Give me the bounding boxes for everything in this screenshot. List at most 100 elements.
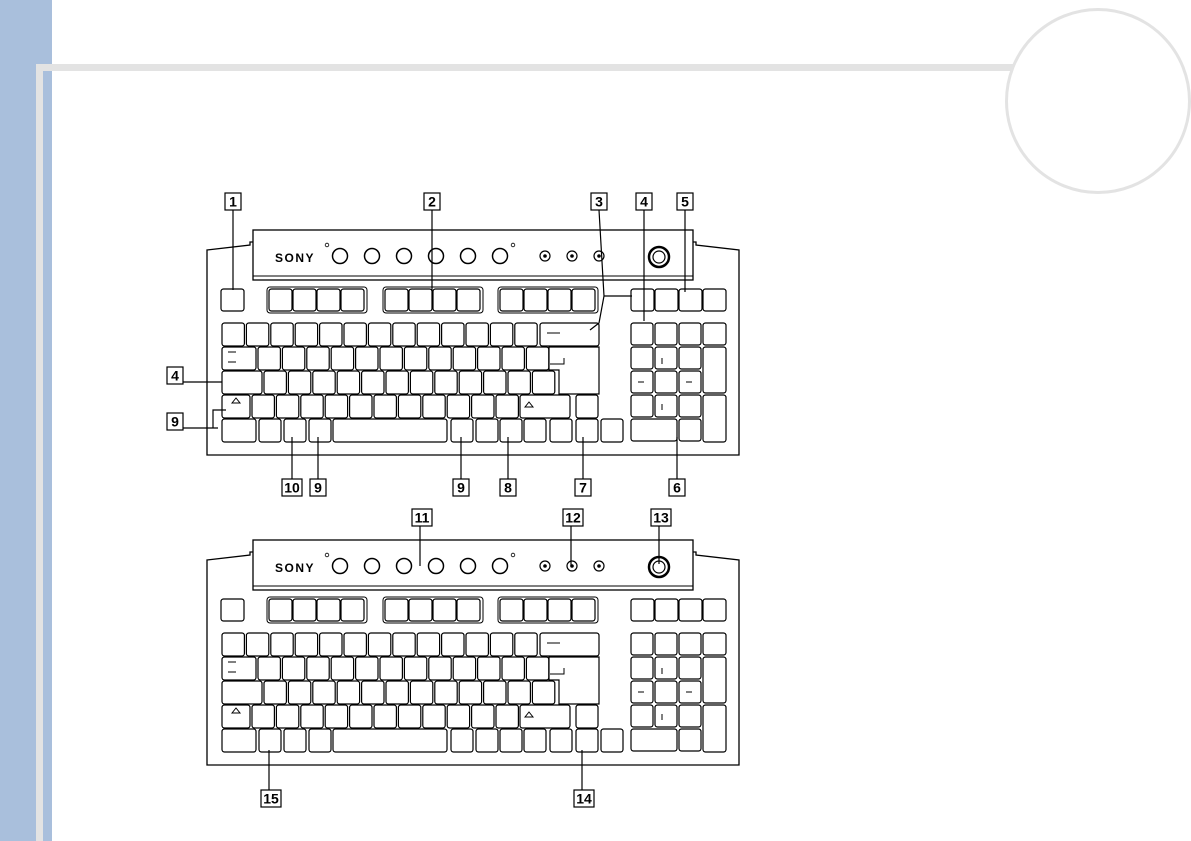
- panel-button: [461, 559, 476, 574]
- key: [333, 419, 447, 442]
- key: [631, 289, 654, 311]
- key: [246, 633, 268, 656]
- key: [429, 657, 451, 680]
- key: [293, 289, 316, 311]
- key: [429, 347, 451, 370]
- volume-button-dot: [597, 564, 601, 568]
- key: [320, 323, 342, 346]
- key: [576, 705, 598, 728]
- key: [631, 347, 653, 369]
- key: [404, 347, 426, 370]
- keyboard-bottom-view: SONY: [207, 540, 739, 765]
- key: [350, 705, 372, 728]
- key: [356, 657, 378, 680]
- key: [386, 681, 408, 704]
- key: [496, 705, 518, 728]
- key: [284, 729, 306, 752]
- key: [576, 395, 598, 418]
- key: [453, 657, 475, 680]
- key: [435, 681, 457, 704]
- key: [301, 705, 323, 728]
- key: [679, 347, 701, 369]
- key: [317, 599, 340, 621]
- key: [295, 633, 317, 656]
- callout-label: 1: [229, 194, 237, 210]
- key: [282, 347, 304, 370]
- key: [320, 633, 342, 656]
- key: [222, 323, 244, 346]
- brand-logo: SONY: [275, 251, 315, 265]
- key: [409, 599, 432, 621]
- key: [221, 289, 244, 311]
- key: [466, 323, 488, 346]
- key: [307, 347, 329, 370]
- key: [703, 599, 726, 621]
- key: [442, 633, 464, 656]
- key: [258, 347, 280, 370]
- key: [453, 347, 475, 370]
- key: [508, 681, 530, 704]
- key: [409, 289, 432, 311]
- key: [410, 371, 432, 394]
- key: [572, 599, 595, 621]
- key: [548, 289, 571, 311]
- callout-c7: 7: [575, 479, 591, 496]
- key: [341, 599, 364, 621]
- key: [631, 599, 654, 621]
- key: [476, 419, 498, 442]
- key: [337, 371, 359, 394]
- key: [386, 371, 408, 394]
- key: [484, 371, 506, 394]
- panel-button: [397, 559, 412, 574]
- key: [222, 419, 256, 442]
- key: [655, 705, 677, 727]
- volume-button-dot: [570, 254, 574, 258]
- key: [457, 599, 480, 621]
- key: [433, 599, 456, 621]
- key: [246, 323, 268, 346]
- key: [398, 705, 420, 728]
- key: [258, 657, 280, 680]
- key: [601, 419, 623, 442]
- volume-button-dot: [543, 564, 547, 568]
- key: [679, 419, 701, 441]
- callout-label: 9: [171, 414, 179, 430]
- key: [490, 633, 512, 656]
- key: [679, 657, 701, 679]
- key: [276, 395, 298, 418]
- power-button: [649, 247, 669, 267]
- key: [524, 729, 546, 752]
- key: [631, 419, 677, 441]
- panel-button: [333, 249, 348, 264]
- key: [576, 419, 598, 442]
- key: [703, 633, 726, 655]
- key: [368, 633, 390, 656]
- key: [655, 289, 678, 311]
- key: [362, 681, 384, 704]
- callout-c13: 13: [651, 509, 671, 526]
- callout-label: 3: [595, 194, 603, 210]
- panel-button: [333, 559, 348, 574]
- panel-button: [365, 559, 380, 574]
- key: [341, 289, 364, 311]
- key: [550, 729, 572, 752]
- key: [655, 599, 678, 621]
- key: [703, 395, 726, 442]
- key: [550, 419, 572, 442]
- key: [548, 599, 571, 621]
- key: [417, 633, 439, 656]
- key: [655, 347, 677, 369]
- key: [631, 729, 677, 751]
- key: [502, 347, 524, 370]
- key: [331, 657, 353, 680]
- callout-label: 11: [415, 510, 430, 526]
- callout-label: 9: [314, 480, 322, 496]
- callout-c9b: 9: [310, 479, 326, 496]
- panel-button: [493, 559, 508, 574]
- key: [447, 705, 469, 728]
- key: [356, 347, 378, 370]
- key: [293, 599, 316, 621]
- callout-c11: 11: [412, 509, 432, 526]
- key: [350, 395, 372, 418]
- callout-c6: 6: [669, 479, 685, 496]
